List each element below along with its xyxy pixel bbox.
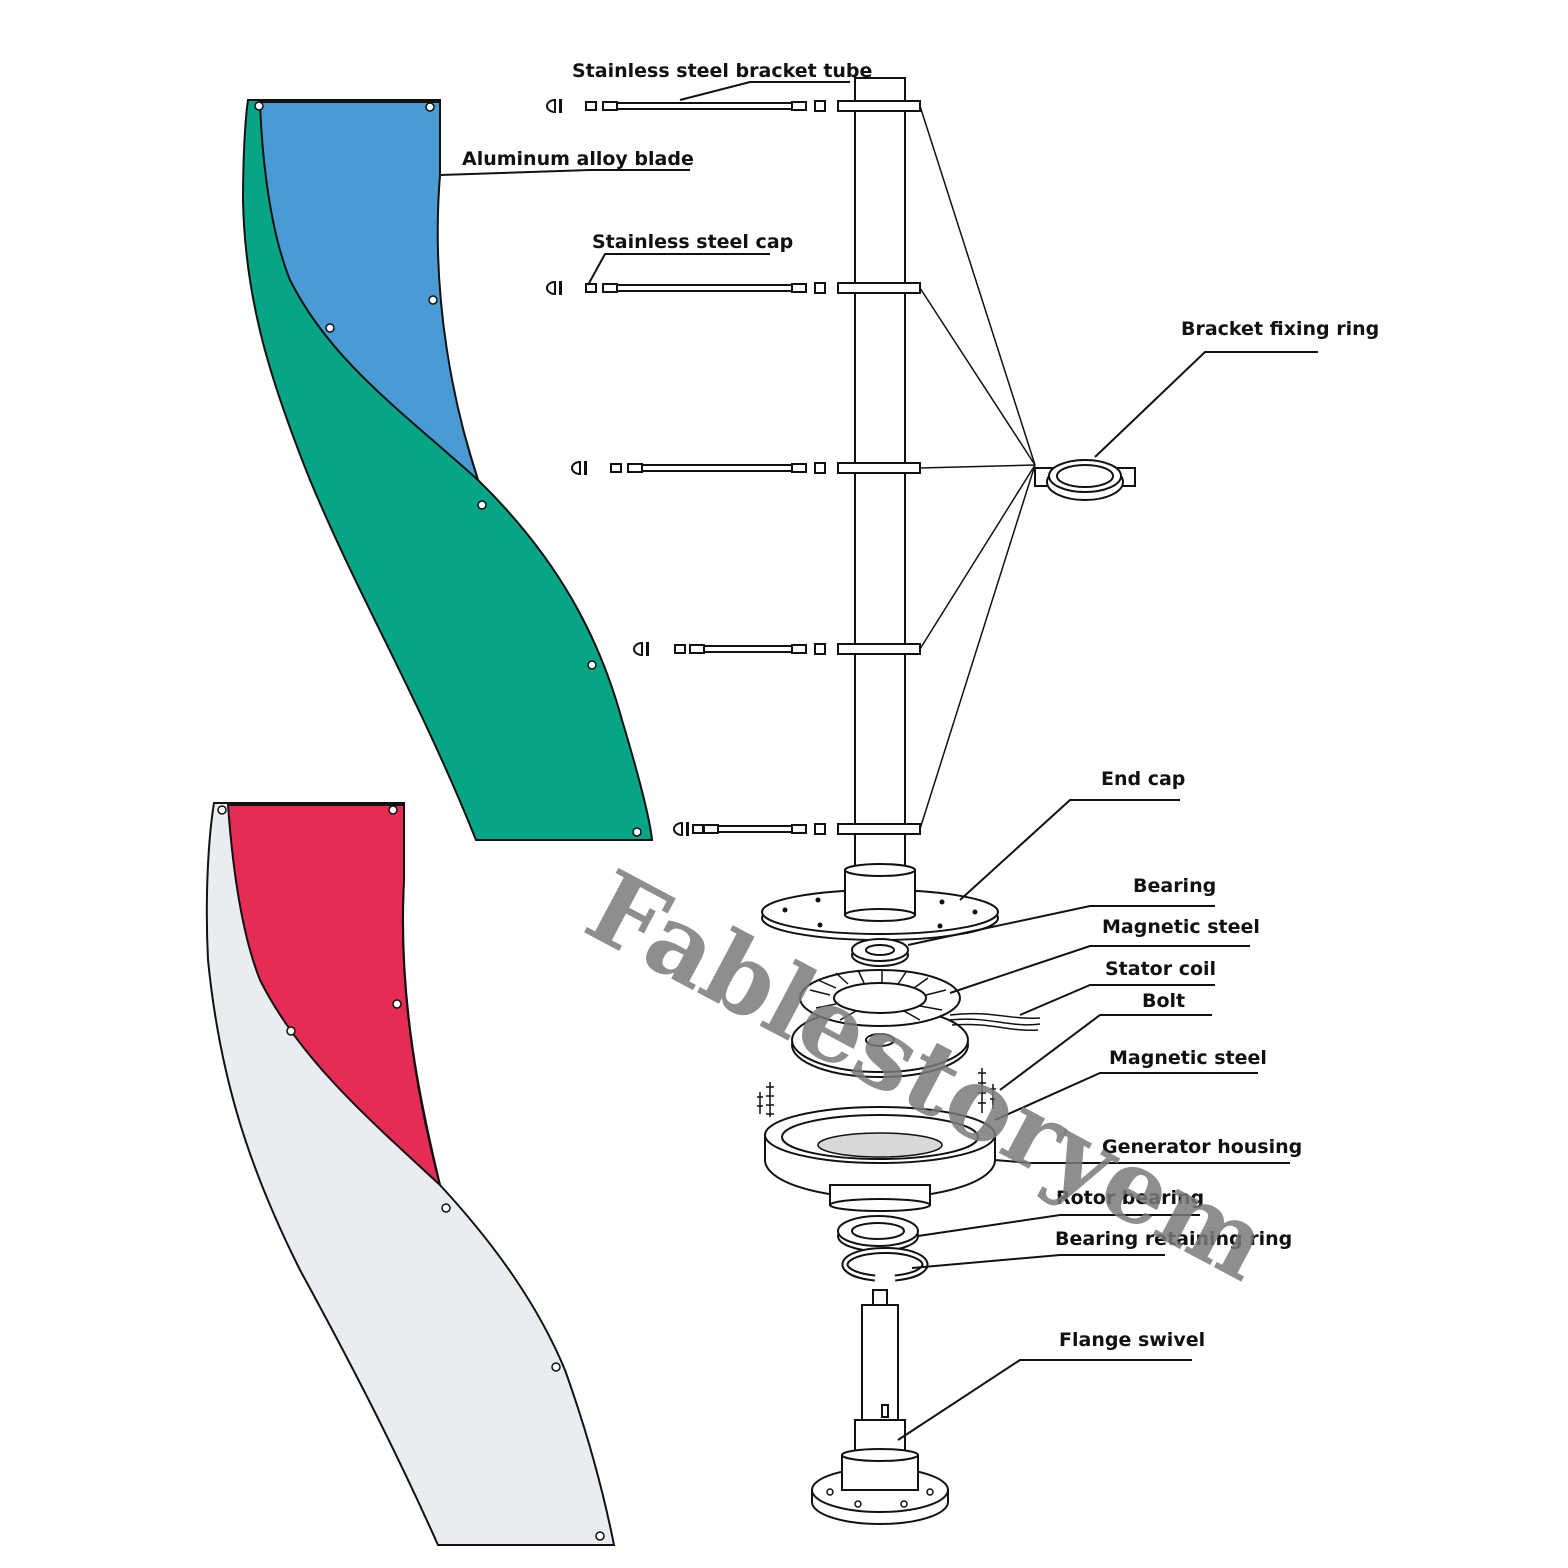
label-magnetic-steel-upper: Magnetic steel [1102, 916, 1260, 938]
end-cap [761, 863, 999, 941]
end-cap-piece [633, 641, 649, 657]
end-cap-piece [673, 821, 689, 837]
label-retaining-ring: Bearing retaining ring [1055, 1228, 1292, 1250]
bracket-row-3 [571, 460, 921, 476]
lower-blade [205, 802, 616, 1546]
rivet-hole [325, 323, 335, 333]
bolt-piece [814, 282, 826, 294]
end-cap-piece [546, 98, 562, 114]
bracket-row-5 [673, 821, 921, 837]
bolt-piece [692, 824, 704, 834]
bolt-piece [814, 643, 826, 655]
rivet-hole [286, 1026, 296, 1036]
rivet-hole [595, 1531, 605, 1541]
tube-end [627, 463, 643, 473]
rivet-hole [477, 500, 487, 510]
bolt-piece [585, 283, 597, 293]
tube-end [602, 283, 618, 293]
end-cap-piece [571, 460, 587, 476]
bracket-tube [717, 825, 793, 833]
leader-lines [439, 81, 1318, 1441]
rivet-hole [254, 101, 264, 111]
rivet-hole [388, 805, 398, 815]
bracket-clamp [837, 282, 921, 294]
tube-end [791, 283, 807, 293]
bracket-tube [703, 645, 793, 653]
rivet-hole [425, 102, 435, 112]
label-rotor-bearing: Rotor bearing [1056, 1187, 1204, 1209]
bolt-piece [814, 462, 826, 474]
tube-end [689, 644, 705, 654]
tube-end [602, 101, 618, 111]
label-magnetic-steel-lower: Magnetic steel [1109, 1047, 1267, 1069]
rivet-hole [217, 805, 227, 815]
bolt-piece [585, 101, 597, 111]
label-bracket-tube: Stainless steel bracket tube [572, 60, 872, 82]
bolt-piece [814, 823, 826, 835]
bolts [757, 1068, 996, 1117]
stator-coil [791, 969, 1041, 1078]
bracket-clamp [837, 823, 921, 835]
bracket-clamp [837, 100, 921, 112]
bracket-fixing-ring [1034, 459, 1136, 501]
bracket-tube [616, 284, 793, 292]
generator-housing [764, 1106, 996, 1212]
upper-blade-front-face [258, 101, 481, 484]
label-end-cap: End cap [1101, 768, 1185, 790]
rivet-hole [587, 660, 597, 670]
bolt-piece [610, 463, 622, 473]
flange-swivel [811, 1289, 949, 1525]
end-cap-piece [546, 280, 562, 296]
rivet-hole [441, 1203, 451, 1213]
bolt-piece [814, 100, 826, 112]
rivet-hole [551, 1362, 561, 1372]
upper-blade [241, 99, 654, 841]
label-generator-housing: Generator housing [1102, 1136, 1302, 1158]
bracket-tube [641, 464, 793, 472]
fixing-ring-callout-lines [919, 105, 1036, 830]
lower-blade-front-face [226, 804, 442, 1189]
rotor-bearing [837, 1215, 919, 1252]
bracket-tube [616, 102, 793, 110]
label-bearing: Bearing [1133, 875, 1216, 897]
bracket-clamp [837, 462, 921, 474]
bracket-row-2 [546, 280, 921, 296]
bearing [851, 938, 909, 967]
bracket-row-4 [633, 641, 921, 657]
bracket-row-1 [546, 98, 921, 114]
label-fixing-ring: Bracket fixing ring [1181, 318, 1379, 340]
label-stator-coil: Stator coil [1105, 958, 1216, 980]
labels: Stainless steel bracket tube Aluminum al… [462, 60, 1379, 1351]
bracket-clamp [837, 643, 921, 655]
bolt-piece [674, 644, 686, 654]
rivet-hole [428, 295, 438, 305]
label-flange-swivel: Flange swivel [1059, 1329, 1205, 1351]
rivet-hole [392, 999, 402, 1009]
rivet-hole [632, 827, 642, 837]
tube-end [703, 824, 719, 834]
tube-end [791, 644, 807, 654]
tube-end [791, 463, 807, 473]
tube-end [791, 101, 807, 111]
label-steel-cap: Stainless steel cap [592, 231, 793, 253]
bearing-retaining-ring [841, 1246, 929, 1282]
label-bolt: Bolt [1142, 990, 1185, 1012]
label-aluminum-blade: Aluminum alloy blade [462, 148, 694, 170]
tube-end [791, 824, 807, 834]
